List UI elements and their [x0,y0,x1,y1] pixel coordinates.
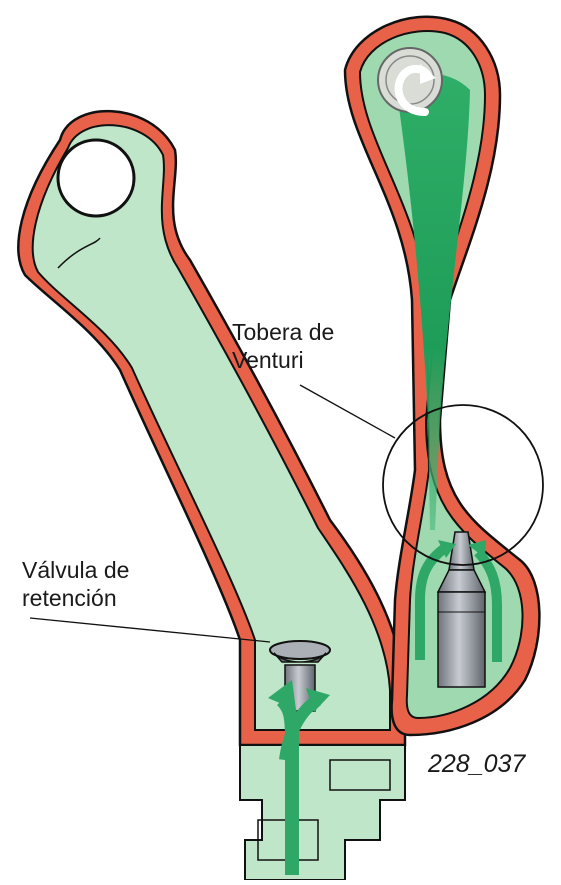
venturi-label-line1: Tobera de [232,318,334,346]
mount-hole [58,140,134,216]
inlet-pipe [240,745,405,880]
venturi-jet-flow [395,73,470,530]
check-valve-label-line2: retención [22,584,129,612]
figure-code: 228_037 [428,750,525,778]
venturi-label-line2: Venturi [232,346,334,374]
check-valve-label: Válvula de retención [22,556,129,612]
venturi-label: Tobera de Venturi [232,318,334,374]
venturi-leader-line [300,385,395,438]
check-valve-label-line1: Válvula de [22,556,129,584]
left-housing [18,111,405,745]
outlet-port [378,48,442,112]
